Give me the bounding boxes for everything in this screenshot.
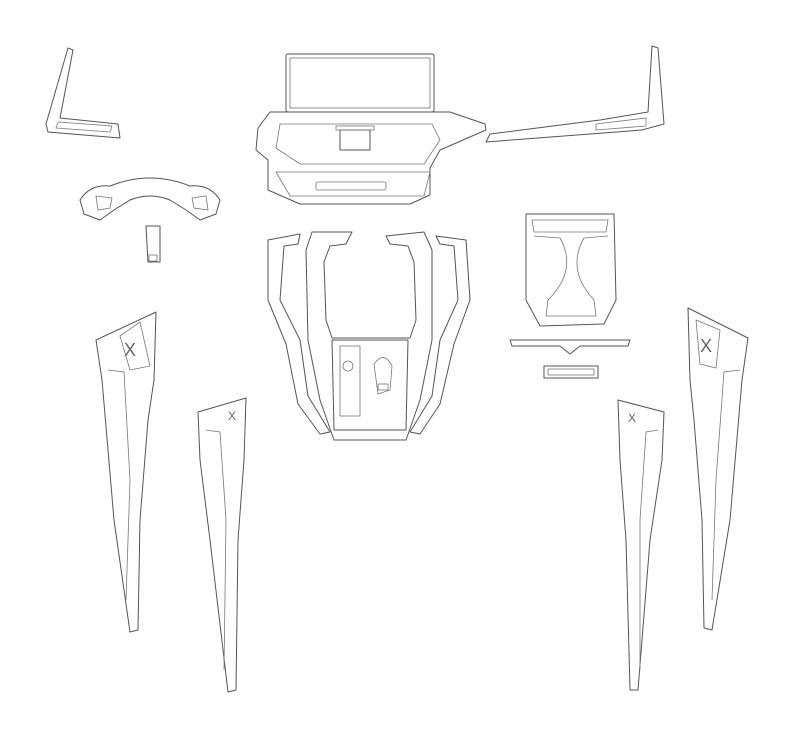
right-console-side (409, 235, 471, 435)
dashboard-center-panel (255, 111, 487, 205)
right-pillar-trim (485, 45, 665, 143)
rear-right-door-trim: X (617, 399, 665, 691)
rear-console-panel (509, 213, 631, 379)
display-screen (285, 53, 435, 113)
rear-left-door-trim: X (197, 397, 247, 693)
logo-letter: X (124, 340, 136, 360)
center-console-surround (305, 231, 433, 441)
logo-letter: X (628, 411, 636, 425)
logo-letter: X (700, 336, 712, 356)
left-pillar-trim (45, 47, 121, 139)
front-right-door-trim: X (687, 307, 749, 631)
front-left-door-trim: X (95, 311, 157, 633)
left-console-side (267, 233, 331, 435)
logo-letter: X (228, 409, 236, 423)
steering-wheel-trim (79, 177, 221, 263)
